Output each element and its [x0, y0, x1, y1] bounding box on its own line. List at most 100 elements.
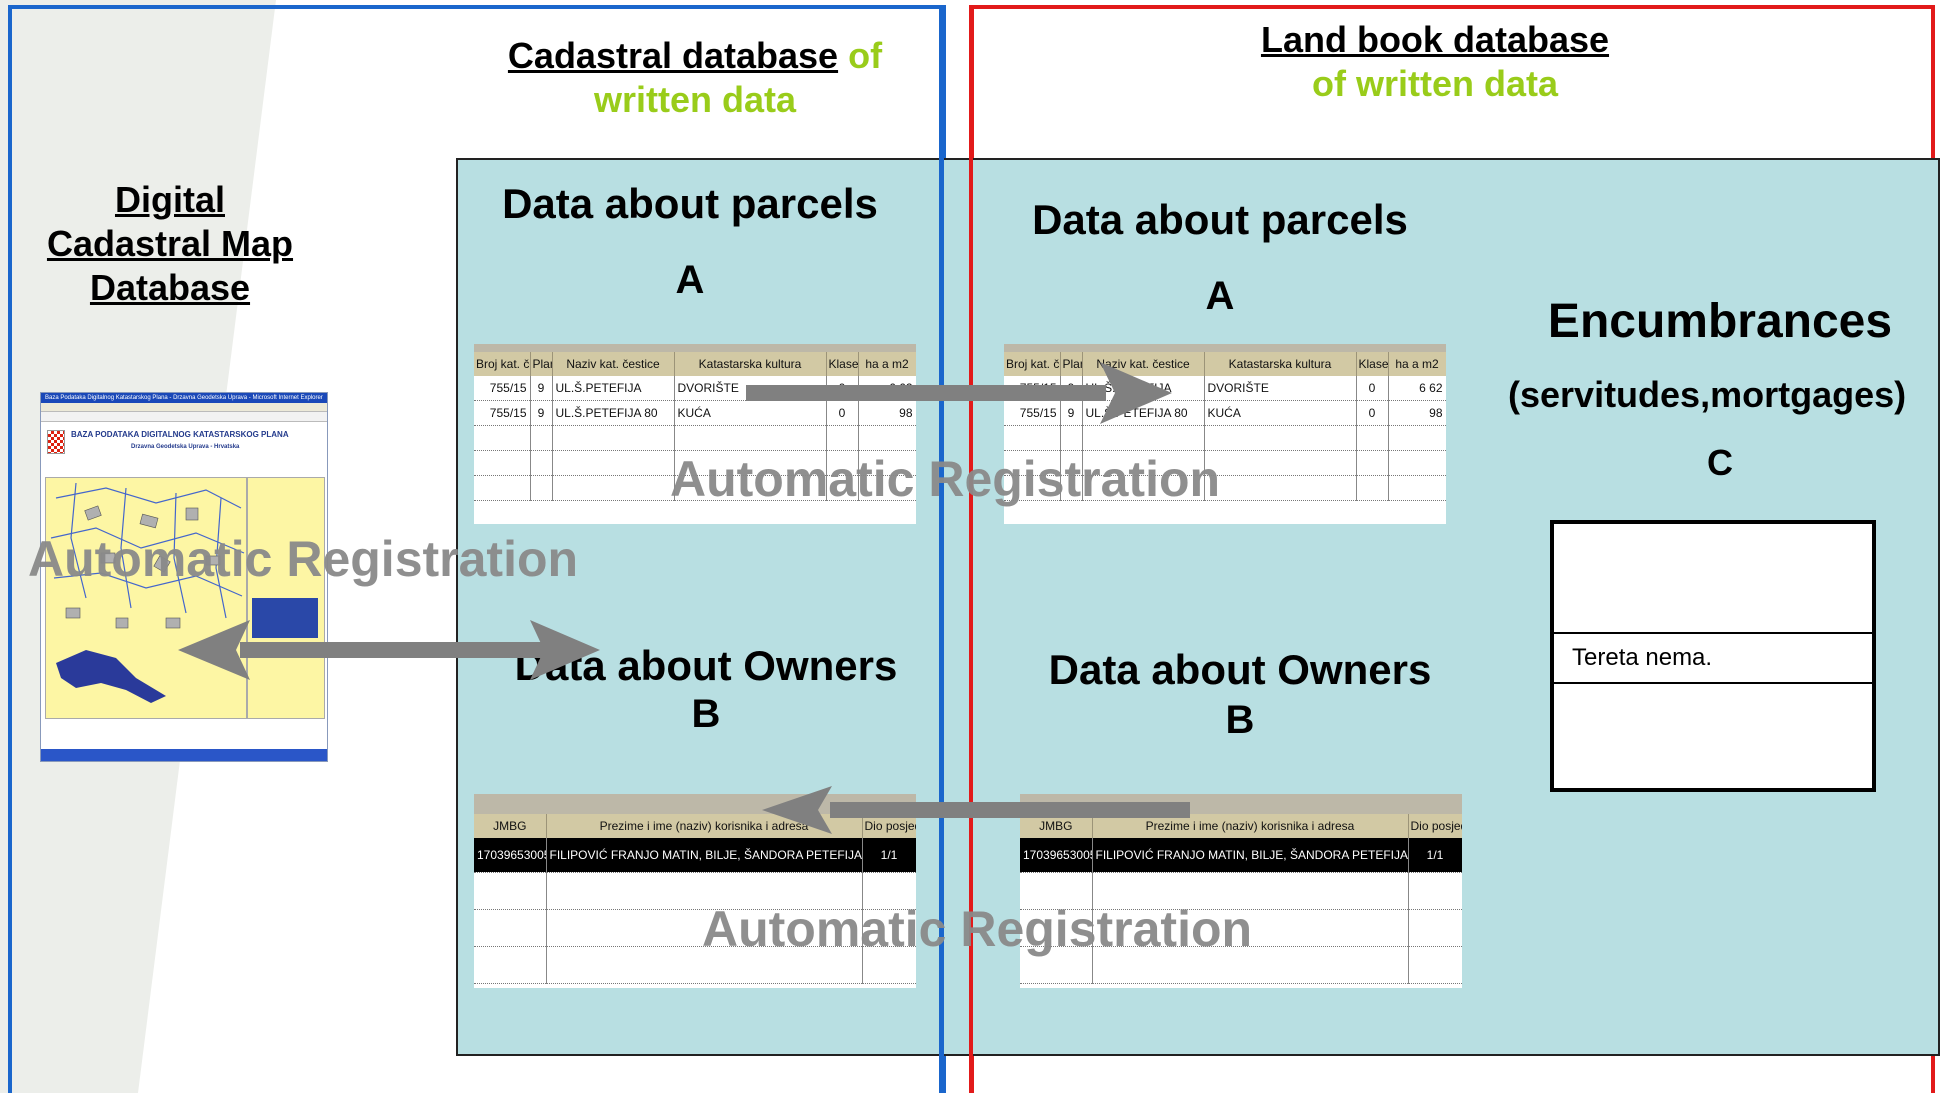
screenshot-menu-bar [41, 403, 327, 412]
table-cell: 6 62 [858, 376, 916, 401]
table-cell: 98 [858, 400, 916, 426]
table-cell: DVORIŠTE [1204, 376, 1357, 401]
table-cell: KUĆA [1204, 400, 1357, 426]
cadastral-parcels-heading: Data about parcels [502, 180, 878, 227]
digital-cadastral-map-title: Digital Cadastral Map Database [30, 178, 310, 310]
table-top-bar [1004, 344, 1446, 352]
column-header: Plan [530, 352, 553, 376]
table-cell: 0 [1356, 376, 1389, 401]
table-cell: 1703965300508 [474, 838, 547, 873]
screenshot-address-bar [41, 412, 327, 422]
cadastral-parcels-letter: A [675, 258, 705, 302]
cadastral-owners-heading: Data about Owners [514, 642, 898, 689]
screenshot-taskbar [41, 749, 327, 761]
column-header: Katastarska kultura [1204, 352, 1357, 376]
table-cell: UL.Š.PETEFIJA [1082, 376, 1205, 401]
screenshot-parcel-map [45, 477, 247, 719]
table-cell: 755/15 [474, 376, 531, 401]
column-header: Klase [826, 352, 859, 376]
land-book-owners-heading: Data about Owners [1048, 646, 1432, 693]
encumbrances-letter: C [1707, 442, 1733, 483]
table-cell: 6 62 [1388, 376, 1446, 401]
table-cell: UL.Š.PETEFIJA 80 [552, 400, 675, 426]
table-cell: 9 [1060, 400, 1083, 426]
table-cell: 1703965300508 [1020, 838, 1093, 873]
column-header: Broj kat. čes [474, 352, 531, 376]
table-cell: FILIPOVIĆ FRANJO MATIN, BILJE, ŠANDORA P… [546, 838, 863, 873]
table-row [474, 946, 916, 984]
table-row [1004, 425, 1446, 451]
croatian-coat-of-arms-icon [47, 430, 65, 454]
table-row: 755/15 9 UL.Š.PETEFIJA 80 KUĆA 0 98 [474, 400, 916, 426]
column-header: JMBG [1020, 814, 1093, 838]
table-row: 755/15 9 UL.Š.PETEFIJA DVORIŠTE 0 6 62 [474, 376, 916, 401]
land-book-title-main: Land book database [1260, 19, 1610, 60]
screenshot-title-bar: Baza Podataka Digitalnog Katastarskog Pl… [41, 393, 327, 403]
table-row [1020, 946, 1462, 984]
cadastral-owners-letter: B [691, 692, 721, 736]
encumbrances-box-text: Tereta nema. [1554, 634, 1872, 684]
table-cell: KUĆA [674, 400, 827, 426]
table-cell: 0 [826, 376, 859, 401]
column-header: Plan [1060, 352, 1083, 376]
table-row [1004, 475, 1446, 501]
automatic-registration-watermark: Automatic Registration [702, 901, 1253, 957]
table-cell: 98 [1388, 400, 1446, 426]
automatic-registration-watermark: Automatic Registration [670, 451, 1221, 507]
digital-map-title-line3: Database [89, 267, 251, 308]
encumbrances-box: Tereta nema. [1550, 520, 1876, 792]
cadastral-frame-divider [939, 5, 944, 1093]
screenshot-side-list [252, 598, 318, 638]
table-cell: FILIPOVIĆ FRANJO MATIN, BILJE, ŠANDORA P… [1092, 838, 1409, 873]
table-cell: 1/1 [1408, 838, 1462, 873]
digital-map-title-line2: Cadastral Map [46, 223, 294, 264]
encumbrances-subheading: (servitudes,mortgages) [1508, 374, 1907, 415]
column-header: Naziv kat. čestice [552, 352, 675, 376]
column-header: ha a m2 [1388, 352, 1446, 376]
column-header: Broj kat. čes [1004, 352, 1061, 376]
land-book-parcels-heading: Data about parcels [1032, 196, 1408, 243]
automatic-registration-watermark: Automatic Registration [28, 531, 579, 587]
table-row [474, 872, 916, 910]
table-row [1004, 450, 1446, 476]
encumbrances-heading: Encumbrances [1547, 295, 1893, 348]
column-header: Klase [1356, 352, 1389, 376]
table-cell: DVORIŠTE [674, 376, 827, 401]
table-row [474, 450, 916, 476]
screenshot-side-panel [247, 477, 325, 719]
column-header: Prezime i ime (naziv) korisnika i adresa [546, 814, 863, 838]
table-cell: 0 [826, 400, 859, 426]
column-header: Prezime i ime (naziv) korisnika i adresa [1092, 814, 1409, 838]
screenshot-header: BAZA PODATAKA DIGITALNOG KATASTARSKOG PL… [41, 422, 327, 464]
cadastral-owner-table: JMBG Prezime i ime (naziv) korisnika i a… [474, 794, 916, 988]
table-top-bar [474, 344, 916, 352]
land-book-database-title: Land book database of written data [1190, 18, 1680, 106]
cadastral-database-title: Cadastral database of written data [460, 34, 930, 122]
column-header: Dio posjed [862, 814, 916, 838]
column-header: Katastarska kultura [674, 352, 827, 376]
table-cell: 755/15 [474, 400, 531, 426]
table-cell: UL.Š.PETEFIJA 80 [1082, 400, 1205, 426]
table-top-bar [1020, 794, 1462, 814]
column-header: JMBG [474, 814, 547, 838]
land-book-parcels-letter: A [1205, 274, 1235, 318]
column-header: ha a m2 [858, 352, 916, 376]
table-cell: 1/1 [862, 838, 916, 873]
table-cell: 755/15 [1004, 400, 1061, 426]
screenshot-header-title: BAZA PODATAKA DIGITALNOG KATASTARSKOG PL… [71, 430, 289, 439]
cadastral-title-of: of [848, 35, 883, 76]
table-cell: 0 [1356, 400, 1389, 426]
cadastral-title-main: Cadastral database [507, 35, 839, 76]
table-cell: 9 [1060, 376, 1083, 401]
table-row-selected: 1703965300508 FILIPOVIĆ FRANJO MATIN, BI… [1020, 838, 1462, 873]
table-cell: UL.Š.PETEFIJA [552, 376, 675, 401]
table-row: 755/15 9 UL.Š.PETEFIJA 80 KUĆA 0 98 [1004, 400, 1446, 426]
table-row [1020, 872, 1462, 910]
parcel-map-graphic [46, 482, 246, 718]
encumbrances-box-top [1554, 524, 1872, 634]
table-cell: 755/15 [1004, 376, 1061, 401]
table-row [1020, 909, 1462, 947]
table-row-selected: 1703965300508 FILIPOVIĆ FRANJO MATIN, BI… [474, 838, 916, 873]
screenshot-header-subtitle: Drzavna Geodetska Uprava - Hrvatska [131, 444, 240, 450]
